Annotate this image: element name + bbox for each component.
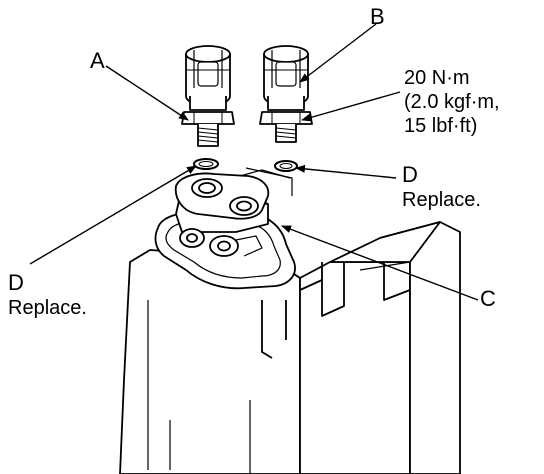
- leader-a: [105, 65, 189, 121]
- label-d-left: D: [8, 270, 24, 295]
- leader-torque: [301, 91, 401, 122]
- torque-spec-line-2: (2.0 kgf·m,: [404, 91, 500, 113]
- torque-spec-line-3: 15 lbf·ft): [404, 115, 477, 137]
- housing-block: [119, 221, 461, 474]
- o-ring-left: [193, 158, 219, 170]
- pressure-sensor-a: [181, 45, 235, 147]
- leader-d-left: [29, 165, 197, 265]
- label-d-left-note: Replace.: [8, 297, 87, 319]
- pressure-sensor-b: [259, 45, 313, 143]
- torque-spec-line-1: 20 N·m: [404, 67, 470, 89]
- sensor-plate: [174, 167, 293, 220]
- label-b: B: [370, 4, 385, 29]
- label-d-right-note: Replace.: [402, 189, 481, 211]
- leader-d-right: [295, 164, 397, 179]
- label-c: C: [480, 286, 496, 311]
- label-a: A: [90, 48, 105, 73]
- leader-c: [281, 225, 479, 301]
- leader-lines: [29, 23, 479, 301]
- leader-b: [299, 23, 377, 83]
- o-ring-right: [274, 160, 298, 172]
- label-d-right: D: [402, 162, 418, 187]
